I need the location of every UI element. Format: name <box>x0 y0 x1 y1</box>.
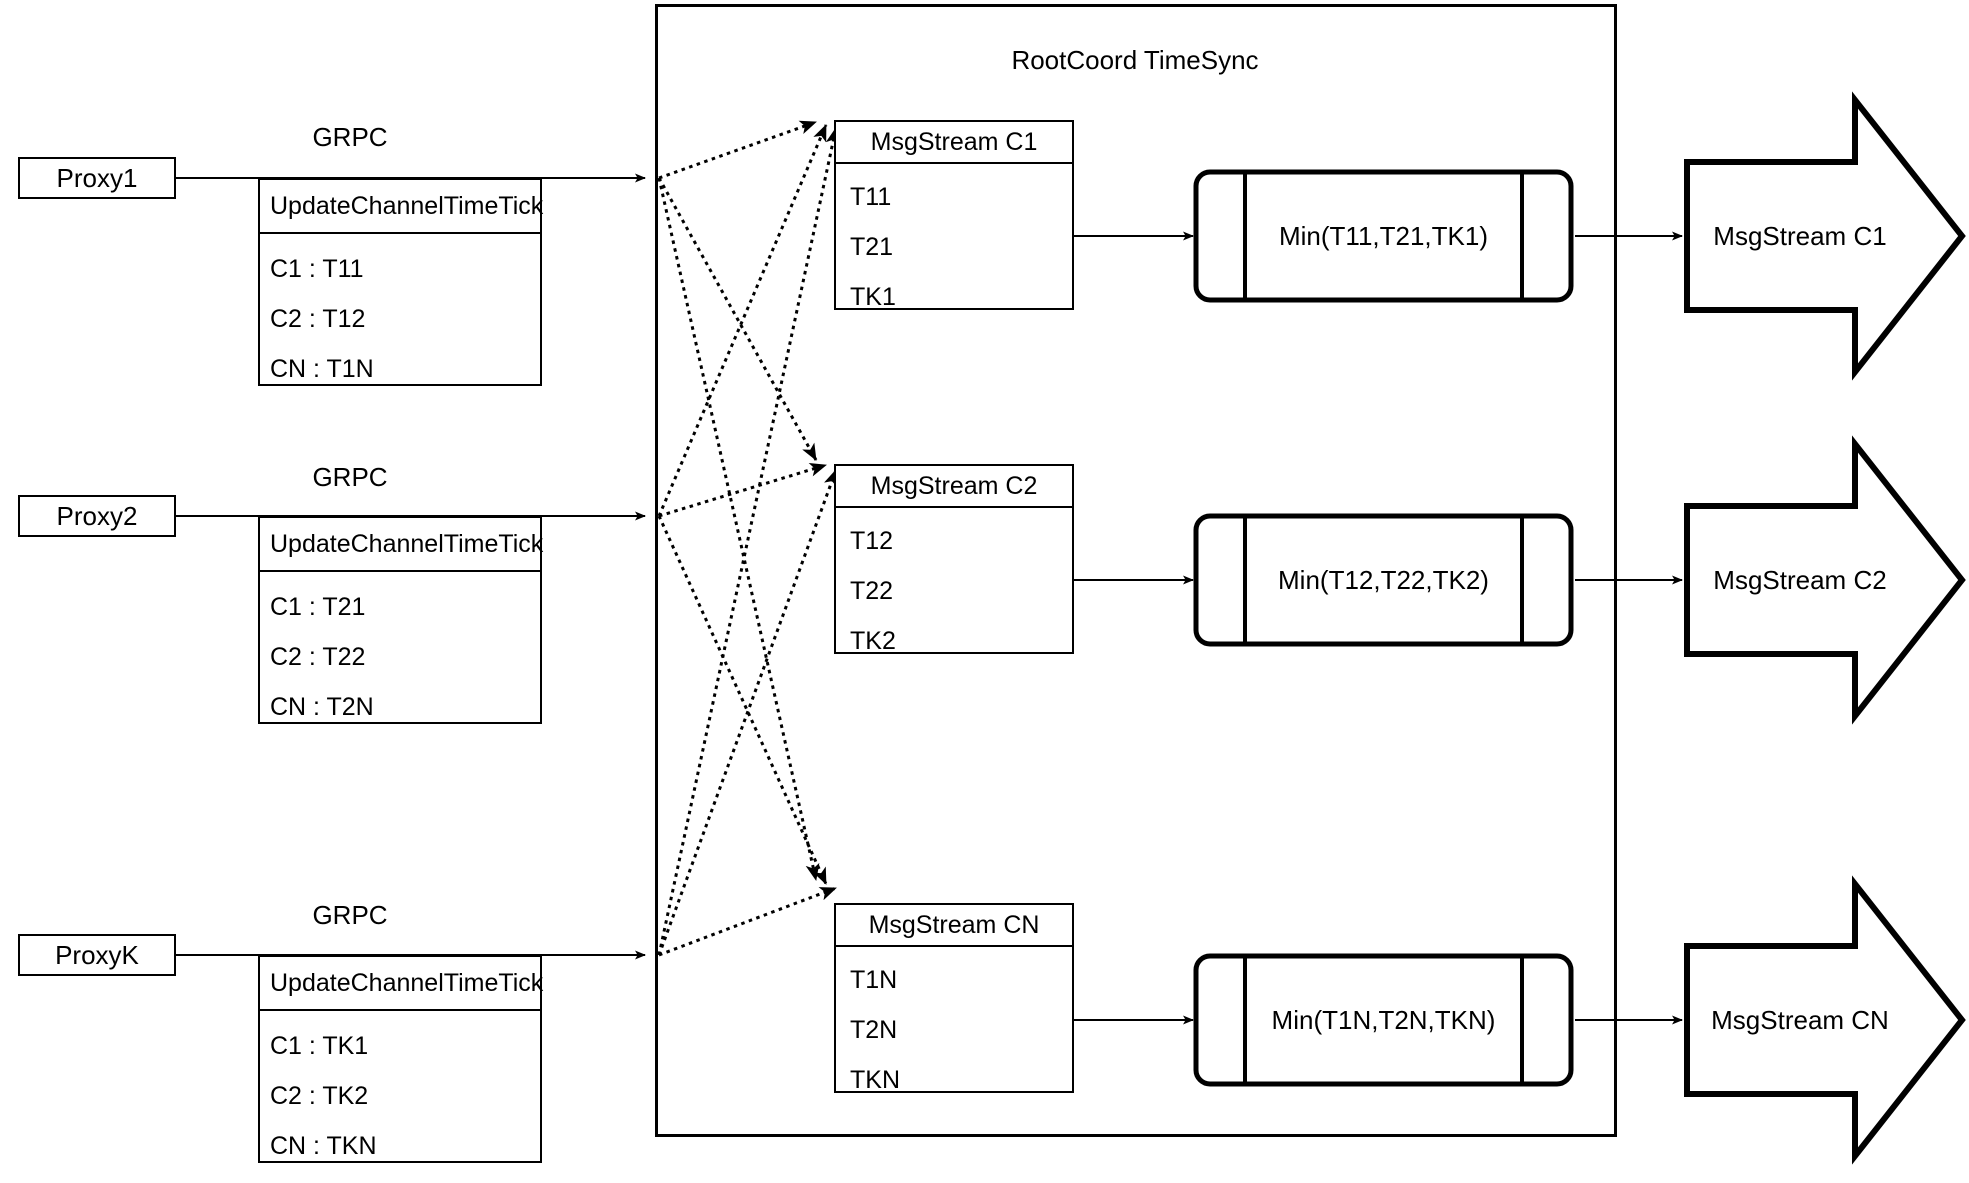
min-label-cn: Min(T1N,T2N,TKN) <box>1271 1004 1496 1035</box>
update-channel-timetick-table-1: UpdateChannelTimeTick C1 : T11 C2 : T12 … <box>258 178 543 386</box>
container-title: RootCoord TimeSync <box>1011 45 1259 75</box>
tick-row: T11 <box>850 182 892 211</box>
output-label-cn: MsgStream CN <box>1711 1004 1889 1035</box>
uctt-header: UpdateChannelTimeTick <box>260 180 543 234</box>
tick-row: TK1 <box>850 282 896 311</box>
tick-row: TK2 <box>850 626 896 655</box>
proxy-label: ProxyK <box>55 939 139 970</box>
grpc-label-2: GRPC <box>312 462 388 492</box>
uctt-row: C1 : T11 <box>270 254 364 283</box>
proxy-box-3[interactable]: ProxyK <box>18 934 176 976</box>
msgstream-tick-list: T11 T21 TK1 <box>836 164 1072 322</box>
output-label-c2: MsgStream C2 <box>1713 564 1887 595</box>
msgstream-tick-list: T12 T22 TK2 <box>836 508 1072 666</box>
update-channel-timetick-table-3: UpdateChannelTimeTick C1 : TK1 C2 : TK2 … <box>258 955 543 1163</box>
msgstream-buffer-cn: MsgStream CN T1N T2N TKN <box>834 903 1074 1094</box>
min-label-c1: Min(T11,T21,TK1) <box>1278 220 1488 251</box>
uctt-row: CN : T2N <box>270 692 374 721</box>
grpc-label-1: GRPC <box>312 122 388 152</box>
rootcoord-timesync-container <box>655 4 1617 1137</box>
msgstream-tick-list: T1N T2N TKN <box>836 947 1072 1105</box>
uctt-row: C2 : T12 <box>270 304 366 333</box>
output-label-c1: MsgStream C1 <box>1713 220 1887 251</box>
uctt-row: CN : TKN <box>270 1131 377 1160</box>
tick-row: T12 <box>850 526 894 555</box>
proxy-label: Proxy2 <box>56 500 138 531</box>
uctt-row: C2 : TK2 <box>270 1081 369 1110</box>
uctt-row: C1 : TK1 <box>270 1031 369 1060</box>
tick-row: T2N <box>850 1015 898 1044</box>
tick-row: TKN <box>850 1065 900 1094</box>
uctt-row: C1 : T21 <box>270 592 366 621</box>
uctt-rows: C1 : T21 C2 : T22 CN : T2N <box>260 572 540 732</box>
proxy-box-2[interactable]: Proxy2 <box>18 495 176 537</box>
tick-row: T21 <box>850 232 894 261</box>
uctt-row: CN : T1N <box>270 354 374 383</box>
grpc-label-3: GRPC <box>312 900 388 930</box>
msgstream-buffer-title: MsgStream C1 <box>836 122 1072 164</box>
msgstream-buffer-c1: MsgStream C1 T11 T21 TK1 <box>834 120 1074 311</box>
msgstream-buffer-title: MsgStream C2 <box>836 466 1072 508</box>
uctt-header: UpdateChannelTimeTick <box>260 957 543 1011</box>
tick-row: T22 <box>850 576 894 605</box>
uctt-rows: C1 : TK1 C2 : TK2 CN : TKN <box>260 1011 540 1171</box>
proxy-label: Proxy1 <box>56 162 138 193</box>
update-channel-timetick-table-2: UpdateChannelTimeTick C1 : T21 C2 : T22 … <box>258 516 543 724</box>
proxy-box-1[interactable]: Proxy1 <box>18 157 176 199</box>
uctt-rows: C1 : T11 C2 : T12 CN : T1N <box>260 234 540 394</box>
tick-row: T1N <box>850 965 898 994</box>
uctt-header: UpdateChannelTimeTick <box>260 518 543 572</box>
uctt-row: C2 : T22 <box>270 642 366 671</box>
min-label-c2: Min(T12,T22,TK2) <box>1278 564 1489 595</box>
msgstream-buffer-c2: MsgStream C2 T12 T22 TK2 <box>834 464 1074 655</box>
msgstream-buffer-title: MsgStream CN <box>836 905 1072 947</box>
